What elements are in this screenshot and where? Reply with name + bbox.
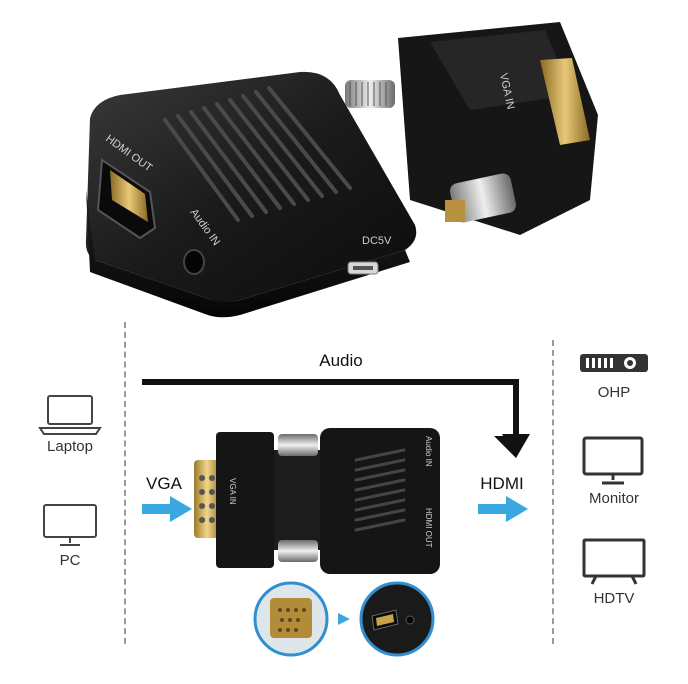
hdmi-output-arrow	[478, 496, 528, 522]
audio-path-arrow	[142, 379, 530, 458]
vga-input-arrow	[142, 496, 192, 522]
hdmi-closeup-circle	[359, 581, 435, 657]
output-label-hdtv: HDTV	[593, 590, 635, 607]
monitor-icon	[582, 436, 644, 485]
dc5v-embossed-label: DC5V	[362, 235, 392, 247]
vga-closeup-circle	[253, 581, 329, 657]
adapter-product-photo: VGA IN HDMI OUT Audio IN DC5V	[85, 22, 598, 318]
audio-label: Audio	[319, 351, 363, 370]
projector-icon	[580, 354, 648, 372]
vga-label: VGA	[146, 474, 182, 493]
output-label-monitor: Monitor	[588, 490, 640, 507]
left-divider	[124, 322, 126, 644]
source-label-laptop: Laptop	[47, 438, 93, 455]
hdmi-label: HDMI	[480, 474, 524, 493]
closeup-arrow-icon	[338, 613, 350, 625]
output-label-ohp: OHP	[597, 384, 631, 401]
diagram-vga-in-label: VGA IN	[228, 478, 237, 505]
pc-monitor-icon	[43, 504, 97, 546]
hdtv-icon	[582, 538, 646, 585]
right-divider	[552, 340, 554, 644]
source-label-pc: PC	[59, 552, 81, 569]
diagram-hdmi-out-label: HDMI OUT	[424, 508, 433, 548]
diagram-audio-in-label: Audio IN	[424, 436, 433, 467]
adapter-diagram: VGA IN Audio IN HDMI OUT	[194, 428, 440, 574]
laptop-icon	[38, 395, 102, 435]
